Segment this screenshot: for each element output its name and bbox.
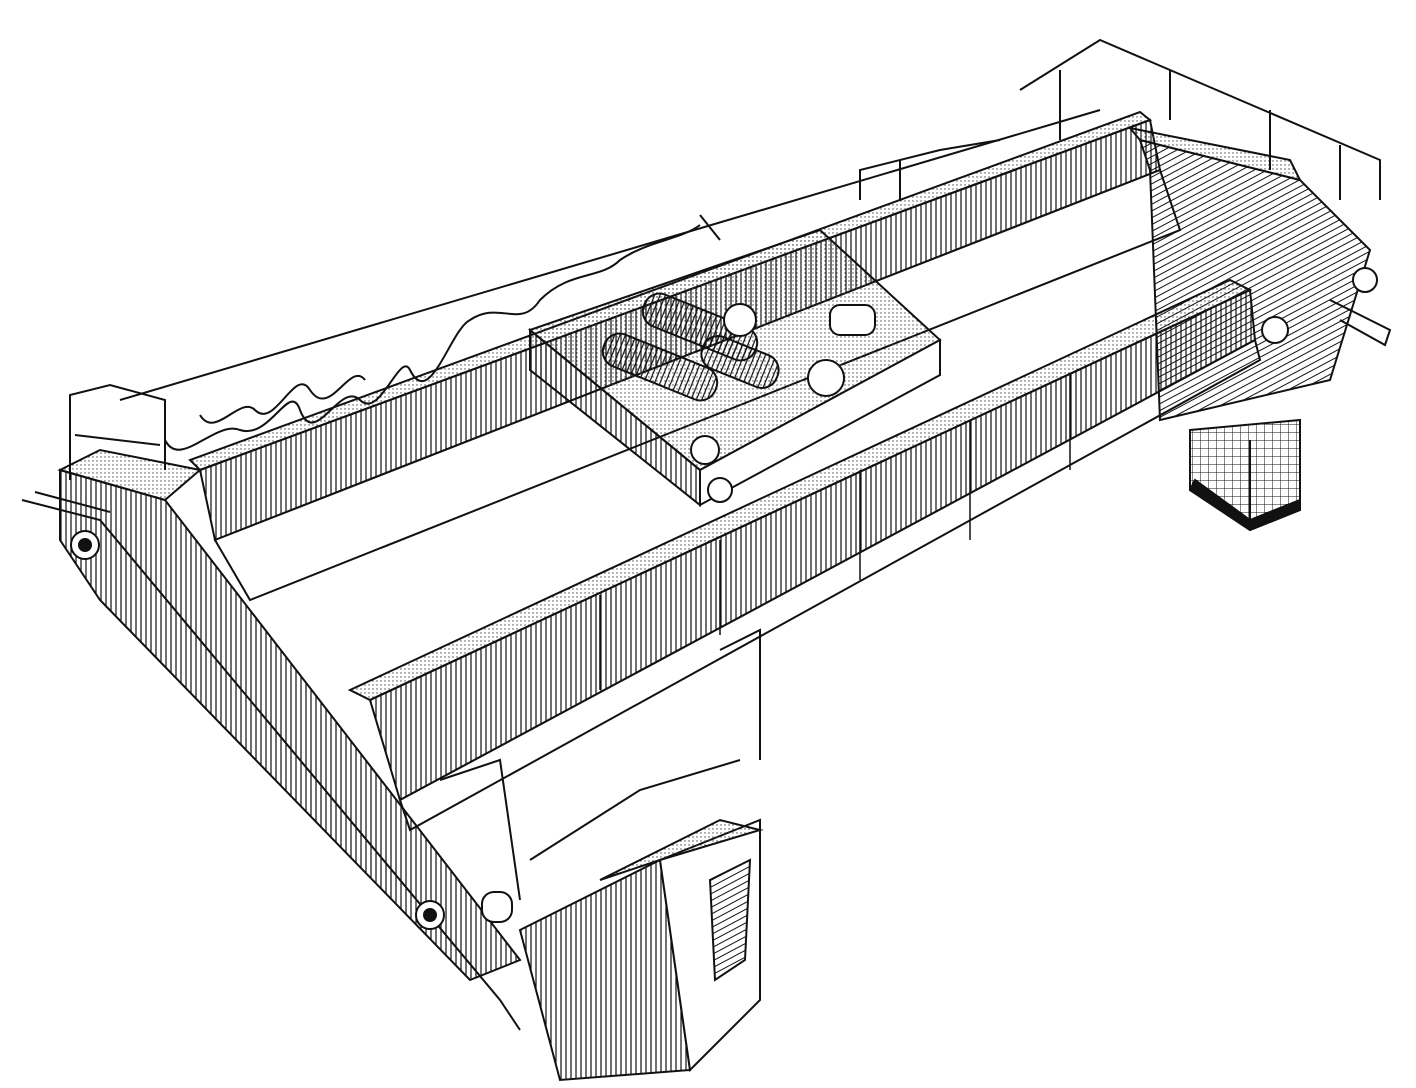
right-end-truck (1127, 126, 1378, 422)
walkway-railings (69, 38, 1381, 901)
hoist-drums (601, 292, 876, 402)
maintenance-cage (1188, 418, 1301, 532)
left-end-truck (57, 448, 522, 982)
festoon-cable (119, 109, 1101, 451)
operator-cab (518, 818, 764, 1082)
